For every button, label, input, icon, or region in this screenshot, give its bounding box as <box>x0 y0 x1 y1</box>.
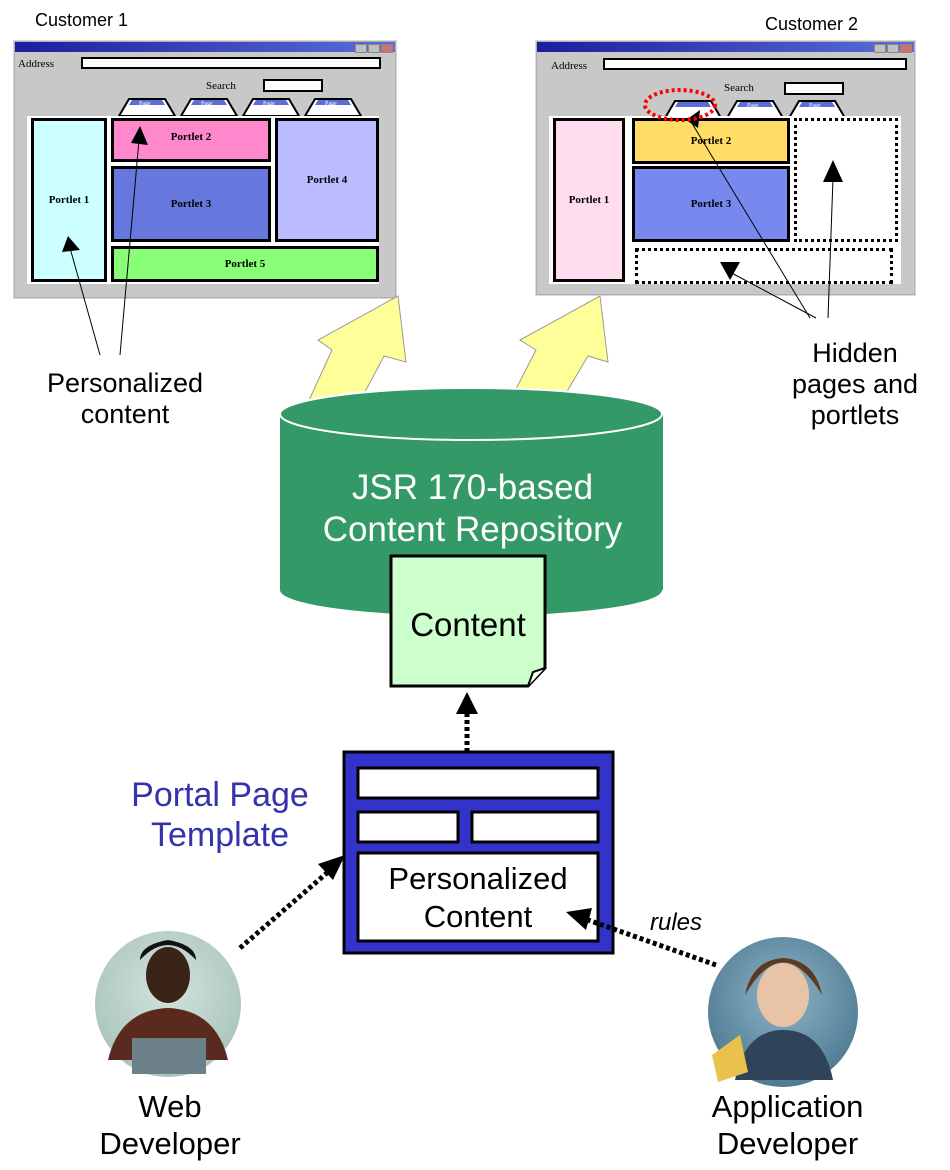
portal-page-template <box>342 750 615 955</box>
pointer-line <box>119 139 140 356</box>
customer-2-label: Customer 2 <box>765 14 859 34</box>
template-title-line-1: Portal Page <box>131 776 309 814</box>
template-personalized-line-2: Content <box>423 899 533 934</box>
search-label: Search <box>724 82 754 94</box>
tab-label: Page <box>325 101 337 107</box>
web-developer-line-1: Web <box>138 1089 202 1124</box>
portlet-1: Portlet 1 <box>553 118 625 282</box>
app-developer-line-2: Developer <box>716 1126 859 1161</box>
search-label: Search <box>206 80 236 92</box>
portlet-2: Portlet 2 <box>632 118 790 164</box>
template-title-line-2: Template <box>151 816 289 854</box>
pointer-line <box>69 247 101 356</box>
window-title-bar <box>537 42 914 53</box>
address-field <box>81 57 381 69</box>
arrowhead <box>823 160 843 182</box>
portlet-3: Portlet 3 <box>111 166 271 242</box>
hidden-page-marker <box>643 88 717 122</box>
repository-title-line-1: JSR 170-based <box>351 468 594 507</box>
web-developer-avatar <box>95 931 241 1077</box>
personalized-content-caption: Personalized content <box>46 368 204 429</box>
search-field <box>784 82 844 95</box>
web-developer-line-2: Developer <box>99 1126 241 1161</box>
customer-2-browser-window: Address Search Page Page Portlet 1 Portl… <box>536 41 915 295</box>
repository-title-line-2: Content Repository <box>322 510 623 549</box>
pointer-line <box>725 269 817 319</box>
rules-label: rules <box>650 909 703 936</box>
close-icon <box>900 44 912 53</box>
content-document <box>389 554 547 688</box>
arrowhead <box>318 855 345 880</box>
web-developer-arrow <box>238 870 330 950</box>
portlet-4: Portlet 4 <box>275 118 379 242</box>
hidden-portlet <box>635 248 893 284</box>
app-developer-line-1: Application <box>711 1089 864 1124</box>
window-title-bar <box>15 42 395 53</box>
portlet-3: Portlet 3 <box>632 166 790 242</box>
pointer-line <box>689 119 811 319</box>
tab-label: Page <box>139 101 151 107</box>
maximize-icon <box>887 44 899 53</box>
tab-label: Page <box>263 101 275 107</box>
arrowhead <box>686 110 700 128</box>
search-field <box>263 79 323 92</box>
portlet-1: Portlet 1 <box>31 118 107 282</box>
arrowhead <box>720 262 740 280</box>
address-label: Address <box>551 60 588 72</box>
arrowhead <box>62 236 80 252</box>
address-label: Address <box>18 58 55 70</box>
maximize-icon <box>368 44 380 53</box>
close-icon <box>381 44 393 53</box>
tab-label: Page <box>201 101 213 107</box>
customer-1-browser-window: Address Search Page Page Page Page Portl… <box>14 41 396 298</box>
tab-label: Page <box>809 103 821 109</box>
arrowhead <box>456 692 478 714</box>
rules-arrow <box>587 917 717 968</box>
tab <box>725 100 785 119</box>
hidden-portlet <box>794 118 898 242</box>
tab <box>179 98 239 117</box>
customer-1-label: Customer 1 <box>35 10 129 30</box>
application-developer-avatar <box>708 937 858 1087</box>
minimize-icon <box>355 44 367 53</box>
tab-label: Page <box>747 103 759 109</box>
arrowhead <box>131 126 148 145</box>
arrowhead <box>566 908 592 930</box>
address-field <box>603 58 907 70</box>
content-label: Content <box>410 606 526 643</box>
template-personalized-line-1: Personalized <box>388 861 568 896</box>
hidden-pages-caption: Hidden pages and portlets <box>791 338 919 430</box>
portlet-5: Portlet 5 <box>111 246 379 282</box>
pointer-line <box>827 177 834 319</box>
minimize-icon <box>874 44 886 53</box>
